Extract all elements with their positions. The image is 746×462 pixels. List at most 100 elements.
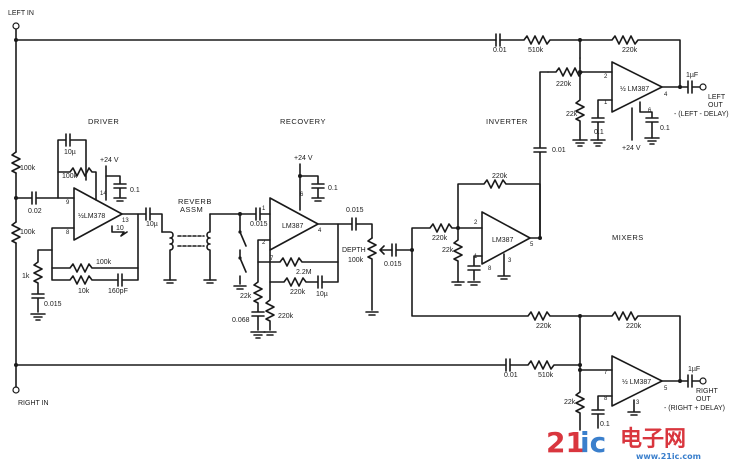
label-left-out2: OUT bbox=[708, 102, 724, 109]
resistor-22k-mr bbox=[575, 369, 585, 431]
wm-url: www.21ic.com bbox=[636, 452, 701, 461]
svg-text:6: 6 bbox=[648, 108, 652, 114]
label-220k-rec2: 220k bbox=[278, 313, 294, 320]
section-assm: ASSM bbox=[180, 205, 203, 214]
label-right-out: RIGHT bbox=[696, 388, 719, 395]
svg-text:9: 9 bbox=[66, 200, 70, 206]
reverb-coil-out bbox=[206, 213, 211, 281]
resistor-100k-driver-fb1 bbox=[57, 167, 97, 201]
resistor-220k-right-feedback bbox=[579, 311, 681, 383]
resistor-10k-cap-160pf bbox=[51, 267, 139, 287]
potentiometer-depth bbox=[367, 237, 377, 311]
resistor-220k-inv-in bbox=[411, 223, 483, 251]
cap-0.02 bbox=[15, 191, 75, 205]
resistor-510k-top bbox=[499, 35, 581, 45]
label-10k: 10k bbox=[78, 288, 90, 295]
label-left-out3: - (LEFT - DELAY) bbox=[674, 111, 729, 118]
label-22k-rec: 22k bbox=[240, 293, 252, 300]
label-0015-depth: 0.015 bbox=[346, 207, 364, 214]
wm-brand-b: ic bbox=[580, 426, 606, 459]
label-220k-lfb: 220k bbox=[622, 47, 638, 54]
label-100k-b: 100k bbox=[20, 229, 36, 236]
label-100k-a: 100k bbox=[20, 165, 36, 172]
label-c001-top: 0.01 bbox=[493, 47, 507, 54]
section-recovery: RECOVERY bbox=[280, 117, 326, 126]
svg-text:1: 1 bbox=[262, 206, 266, 212]
resistor-220k-ml-in bbox=[547, 67, 583, 77]
opamp-mixer-right bbox=[611, 355, 663, 407]
label-220k-invfb: 220k bbox=[492, 173, 508, 180]
svg-text:13: 13 bbox=[122, 218, 129, 224]
right-in-label: RIGHT IN bbox=[18, 400, 49, 407]
resistor-22k-inv bbox=[453, 227, 463, 283]
label-1uf-l: 1µF bbox=[686, 72, 698, 79]
svg-text:5: 5 bbox=[664, 386, 668, 392]
cap-0.1-ml2 bbox=[639, 101, 659, 139]
label-01-drv: 0.1 bbox=[130, 187, 140, 194]
label-depth: DEPTH bbox=[342, 247, 366, 254]
svg-text:2: 2 bbox=[262, 240, 266, 246]
svg-text:5: 5 bbox=[530, 242, 534, 248]
section-mixers: MIXERS bbox=[612, 233, 644, 242]
label-opamp-ml: ½ LM387 bbox=[620, 85, 649, 93]
resistor-2.2M bbox=[257, 223, 339, 267]
label-opamp-rec: LM387 bbox=[282, 223, 304, 230]
label-0015-rec: 0.015 bbox=[250, 221, 268, 228]
svg-text:2: 2 bbox=[474, 220, 478, 226]
svg-text:4: 4 bbox=[318, 228, 322, 234]
section-driver: DRIVER bbox=[88, 117, 119, 126]
right-feed-wire bbox=[15, 358, 581, 372]
label-10u-rec: 10µ bbox=[316, 291, 328, 298]
resistor-220k-cap-10u-rec bbox=[269, 249, 339, 289]
label-001-inv: 0.01 bbox=[552, 147, 566, 154]
label-01-ml2: 0.1 bbox=[660, 125, 670, 132]
label-510k-top: 510k bbox=[528, 47, 544, 54]
opamp-driver bbox=[73, 187, 123, 241]
resistor-220k-mr-in bbox=[411, 249, 581, 321]
svg-text:1: 1 bbox=[474, 254, 478, 260]
label-22k-mr: 22k bbox=[564, 399, 576, 406]
label-1uf-r: 1µF bbox=[688, 366, 700, 373]
left-in-label: LEFT IN bbox=[8, 10, 34, 17]
svg-text:2: 2 bbox=[604, 74, 608, 80]
svg-text:3: 3 bbox=[508, 258, 512, 264]
cap-1uf-right-out bbox=[661, 374, 701, 388]
opamp-recovery bbox=[269, 197, 319, 251]
right-in-terminal bbox=[12, 386, 20, 394]
watermark-logo: 21 ic 电子网 www.21ic.com bbox=[546, 426, 701, 461]
cap-1uf-left-out bbox=[661, 80, 701, 94]
cap-10u-out bbox=[121, 207, 163, 233]
cap-0.1-mr bbox=[591, 395, 613, 429]
svg-text:3: 3 bbox=[636, 400, 640, 406]
cap-0.1-ml1 bbox=[591, 99, 613, 141]
label-220k-rfb: 220k bbox=[626, 323, 642, 330]
label-01-rec: 0.1 bbox=[328, 185, 338, 192]
wm-cn: 电子网 bbox=[620, 427, 686, 452]
label-22M: 2.2M bbox=[296, 269, 312, 276]
label-01-mr: 0.1 bbox=[600, 421, 610, 428]
label-001-bot: 0.01 bbox=[504, 372, 518, 379]
resistor-22k-ml bbox=[575, 71, 585, 141]
label-100k-dfb2: 100k bbox=[96, 259, 112, 266]
label-10u-drv: 10µ bbox=[64, 149, 76, 156]
resistor-22k-cap-0.068 bbox=[251, 261, 265, 331]
resistor-220k-inv-fb bbox=[457, 179, 541, 239]
cap-0.1-inv bbox=[467, 255, 483, 281]
svg-text:4: 4 bbox=[664, 92, 668, 98]
svg-text:8: 8 bbox=[604, 396, 608, 402]
opamp-mixer-left bbox=[611, 61, 663, 113]
resistor-1k-cap-0.015 bbox=[31, 249, 53, 313]
label-100k-depth: 100k bbox=[348, 257, 364, 264]
cap-0.1-drv bbox=[105, 175, 127, 202]
resistor-100k-bottom bbox=[11, 221, 21, 244]
label-left-out: LEFT bbox=[708, 94, 726, 101]
cap-0.01-inv-to-mixer bbox=[529, 71, 549, 239]
cap-0.015-mix bbox=[391, 243, 413, 257]
label-160pf: 160pF bbox=[108, 288, 128, 295]
label-right-out3: - (RIGHT + DELAY) bbox=[664, 405, 725, 412]
resistor-100k-driver-fb2 bbox=[51, 213, 139, 273]
label-01-ml1: 0.1 bbox=[594, 129, 604, 136]
section-reverb: REVERB bbox=[178, 197, 212, 206]
reverb-coil-in bbox=[161, 231, 174, 281]
svg-text:6: 6 bbox=[300, 192, 304, 198]
